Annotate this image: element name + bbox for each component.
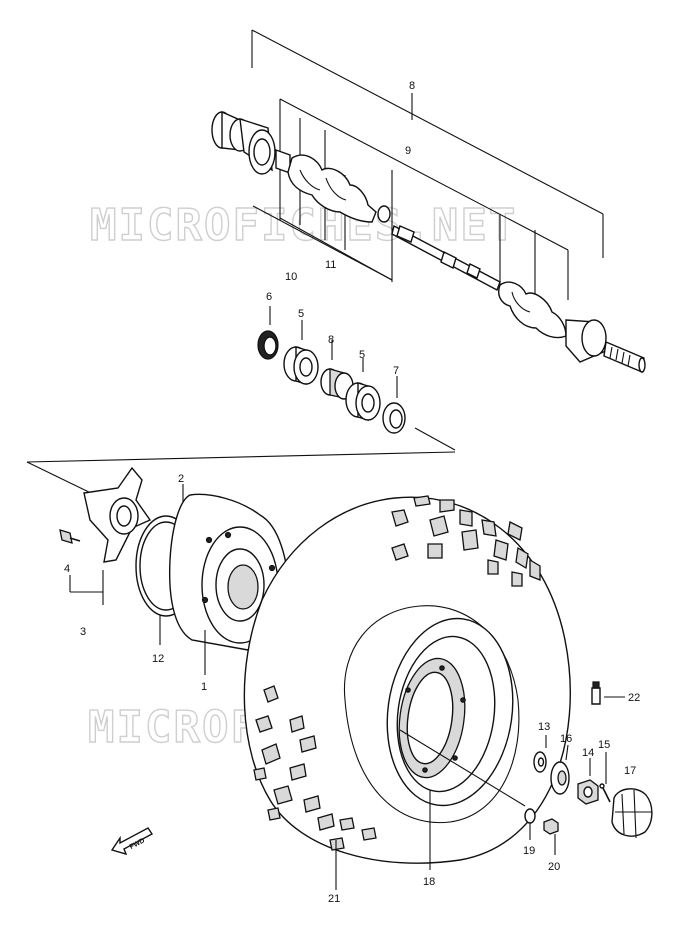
callout-9: 8 bbox=[409, 80, 415, 92]
tread-lugs bbox=[253, 495, 541, 851]
callout-4: 4 bbox=[64, 563, 70, 575]
callout-19: 18 bbox=[423, 876, 435, 888]
callout-13: 12 bbox=[152, 653, 164, 665]
callout-20: 19 bbox=[523, 845, 535, 857]
callout-22: 21 bbox=[328, 893, 340, 905]
drive-shaft-assembly bbox=[211, 29, 646, 373]
bearing-row bbox=[257, 306, 456, 451]
callout-12: 11 bbox=[325, 259, 336, 271]
tire-wheel bbox=[243, 495, 571, 890]
hub-assembly bbox=[26, 451, 456, 675]
callout-2: 2 bbox=[178, 473, 184, 485]
callout-15: 14 bbox=[582, 747, 594, 759]
callout-18: 17 bbox=[624, 765, 636, 777]
callout-labels: 8 9 10 11 6 5 8 5 7 2 4 3 12 1 13 16 14 … bbox=[64, 80, 640, 905]
callout-14: 13 bbox=[538, 721, 550, 733]
callout-1: 1 bbox=[201, 681, 207, 693]
callout-11: 10 bbox=[285, 271, 297, 283]
callout-5b: 5 bbox=[359, 349, 365, 361]
callout-6: 6 bbox=[266, 291, 272, 303]
callout-7: 7 bbox=[393, 365, 399, 377]
callout-21: 20 bbox=[548, 861, 560, 873]
callout-3: 3 bbox=[80, 626, 86, 638]
callout-16: 15 bbox=[598, 739, 610, 751]
fasteners bbox=[524, 681, 653, 855]
forward-arrow: FWD bbox=[110, 827, 154, 856]
callout-8: 8 bbox=[328, 334, 334, 346]
callout-17: 16 bbox=[560, 733, 572, 745]
watermark-top: MICROFICHES.NET bbox=[90, 200, 517, 251]
callout-5a: 5 bbox=[298, 308, 304, 320]
callout-10: 9 bbox=[405, 145, 411, 157]
callout-23: 22 bbox=[628, 692, 640, 704]
